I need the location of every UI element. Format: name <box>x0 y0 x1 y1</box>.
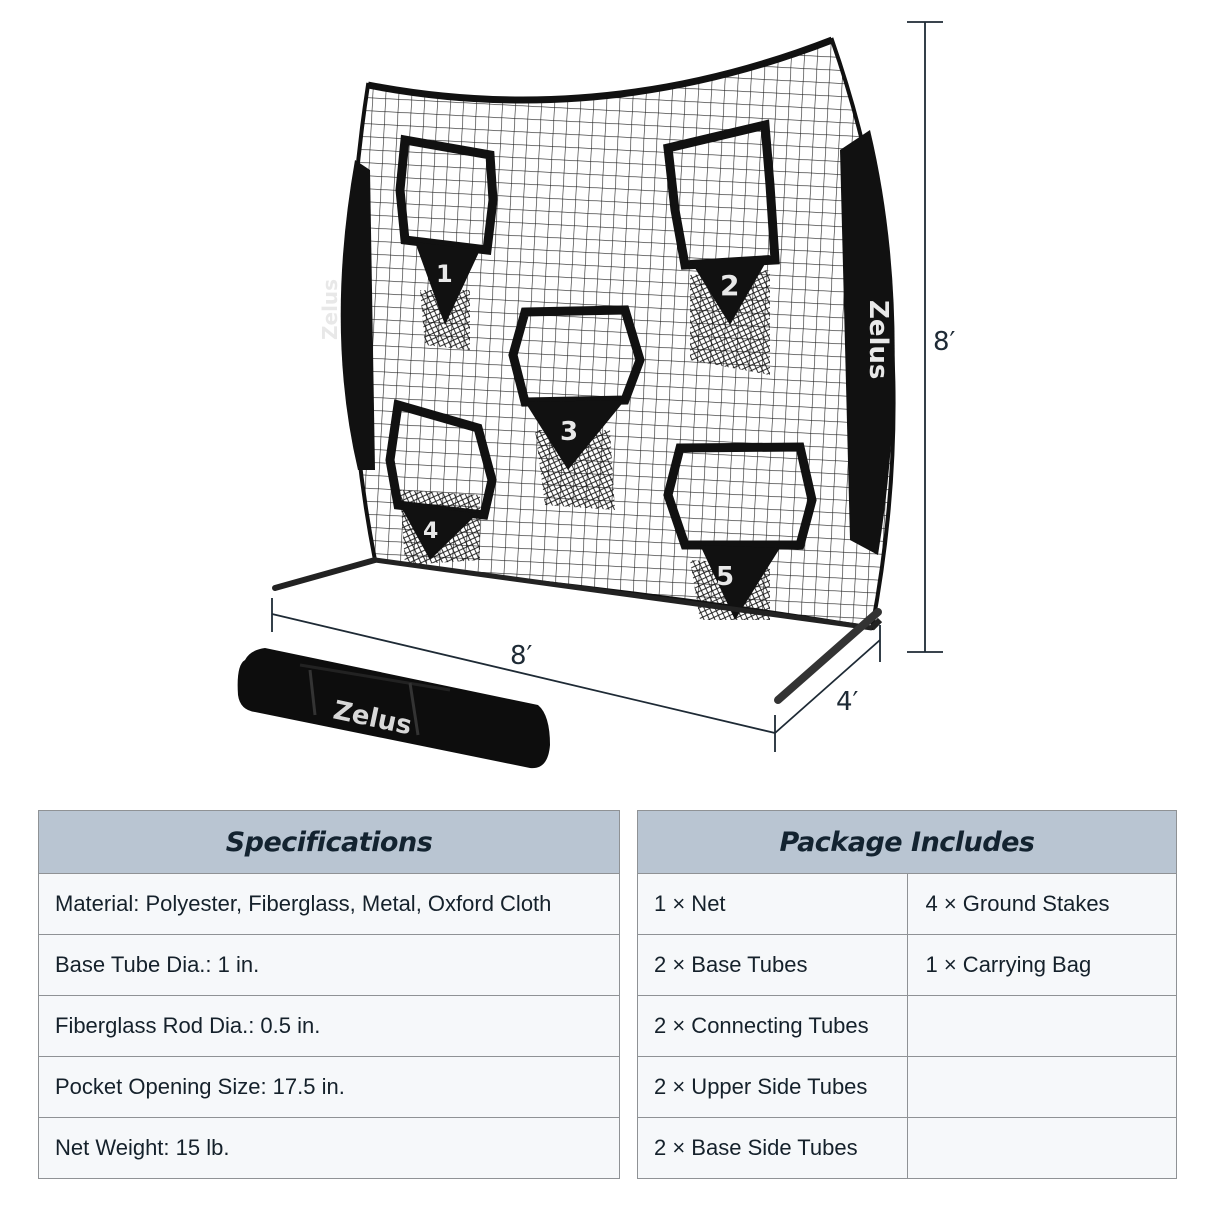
package-item: 2 × Connecting Tubes <box>637 995 908 1057</box>
specifications-header: Specifications <box>38 810 620 874</box>
table-row: Base Tube Dia.: 1 in. <box>38 934 620 996</box>
pocket-4 <box>385 399 497 565</box>
package-includes-table: Package Includes 1 × Net 4 × Ground Stak… <box>637 810 1177 1179</box>
package-item: 2 × Upper Side Tubes <box>637 1056 908 1118</box>
table-row: Pocket Opening Size: 17.5 in. <box>38 1056 620 1118</box>
pocket-3 <box>508 305 645 510</box>
pocket-2 <box>663 119 780 375</box>
table-row: Net Weight: 15 lb. <box>38 1117 620 1179</box>
package-item: 2 × Base Side Tubes <box>637 1117 908 1179</box>
pocket-number-4: 4 <box>423 519 438 544</box>
width-dimension-label: 8′ <box>510 641 533 671</box>
table-row: 1 × Net 4 × Ground Stakes <box>637 873 1177 935</box>
pocket-number-3: 3 <box>560 417 578 447</box>
table-row: 2 × Base Side Tubes <box>637 1117 1177 1179</box>
package-item: 1 × Carrying Bag <box>906 934 1177 996</box>
height-dimension-label: 8′ <box>933 327 956 357</box>
pocket-number-1: 1 <box>436 260 453 288</box>
specifications-table: Specifications Material: Polyester, Fibe… <box>38 810 620 1179</box>
spec-fiberglass-rod-dia: Fiberglass Rod Dia.: 0.5 in. <box>38 995 620 1057</box>
left-side-sleeve <box>340 160 375 470</box>
pocket-1 <box>395 134 498 350</box>
table-row: Material: Polyester, Fiberglass, Metal, … <box>38 873 620 935</box>
package-item: 2 × Base Tubes <box>637 934 908 996</box>
carrying-bag: Zelus <box>237 648 551 769</box>
net-product-image: 1 2 3 4 5 Zelus Zelus Zelus <box>237 21 943 769</box>
package-item: 4 × Ground Stakes <box>906 873 1177 935</box>
product-illustration: 1 2 3 4 5 Zelus Zelus Zelus <box>237 21 956 769</box>
spec-pocket-opening: Pocket Opening Size: 17.5 in. <box>38 1056 620 1118</box>
pocket-number-2: 2 <box>720 269 739 302</box>
package-item-empty <box>906 1117 1177 1179</box>
table-row: 2 × Upper Side Tubes <box>637 1056 1177 1118</box>
table-row: Fiberglass Rod Dia.: 0.5 in. <box>38 995 620 1057</box>
depth-dimension-label: 4′ <box>836 687 859 717</box>
package-item: 1 × Net <box>637 873 908 935</box>
brand-logo-left: Zelus <box>318 279 342 340</box>
spec-net-weight: Net Weight: 15 lb. <box>38 1117 620 1179</box>
dimension-lines <box>271 21 943 752</box>
spec-base-tube-dia: Base Tube Dia.: 1 in. <box>38 934 620 996</box>
spec-material: Material: Polyester, Fiberglass, Metal, … <box>38 873 620 935</box>
pocket-number-5: 5 <box>716 562 734 592</box>
package-header: Package Includes <box>637 810 1177 874</box>
table-row: 2 × Connecting Tubes <box>637 995 1177 1057</box>
right-side-sleeve <box>840 130 895 555</box>
package-item-empty <box>906 995 1177 1057</box>
brand-logo-right: Zelus <box>863 300 893 379</box>
package-item-empty <box>906 1056 1177 1118</box>
table-row: 2 × Base Tubes 1 × Carrying Bag <box>637 934 1177 996</box>
